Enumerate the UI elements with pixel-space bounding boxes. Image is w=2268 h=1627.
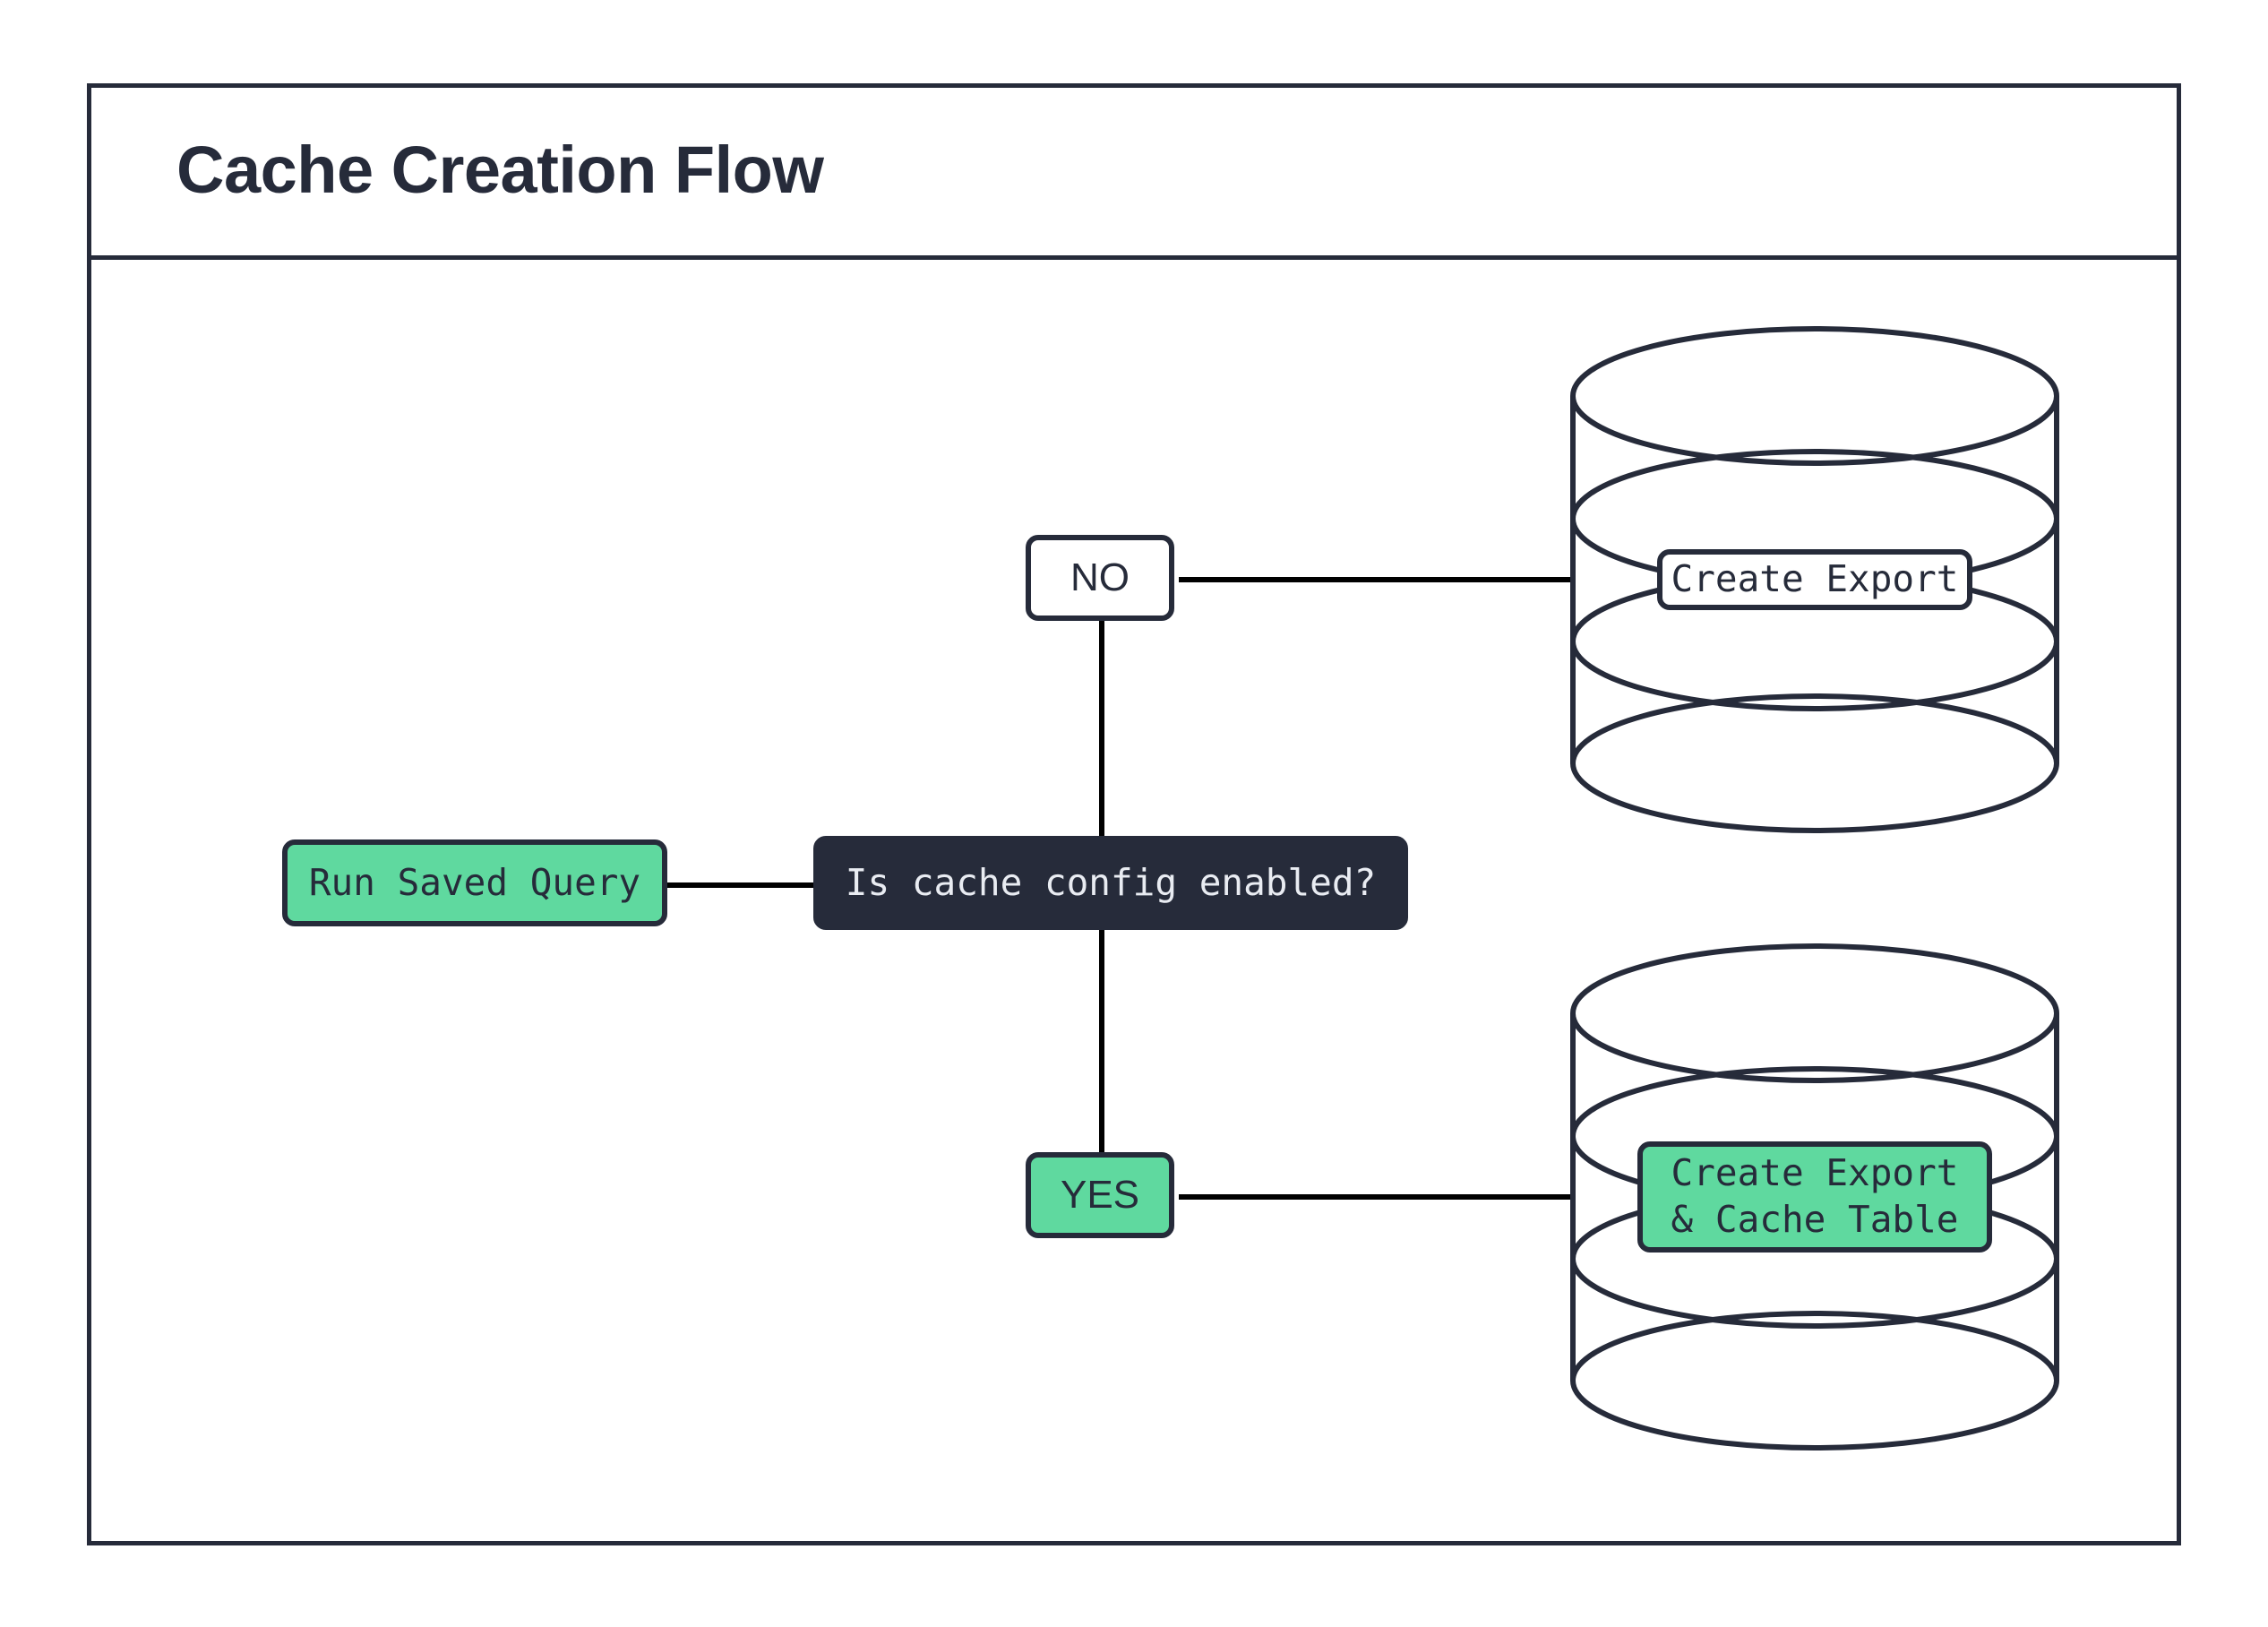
node-branch-no[interactable]: NO [1026,535,1174,621]
database-cylinder-create-export-cache-table[interactable]: Create Export & Cache Table [1570,943,2059,1451]
edge-yes-to-db-export-cache [1179,1194,1573,1200]
page-title: Cache Creation Flow [176,132,824,207]
cylinder-label-create-export: Create Export [1657,549,1972,610]
edge-no-to-db-export [1179,577,1573,582]
edge-decision-to-yes [1099,874,1104,1178]
edge-decision-to-no [1099,596,1104,891]
edge-start-to-decision [665,882,822,888]
node-branch-yes[interactable]: YES [1026,1152,1174,1238]
database-cylinder-create-export[interactable]: Create Export [1570,326,2059,833]
node-run-saved-query[interactable]: Run Saved Query [282,839,667,926]
cylinder-label-create-export-cache-table: Create Export & Cache Table [1637,1141,1992,1253]
diagram-title-bar: Cache Creation Flow [87,83,2181,260]
node-is-cache-config-enabled[interactable]: Is cache config enabled? [813,836,1408,930]
cylinder-shape-icon [1570,326,2059,833]
cylinder-shape-icon [1570,943,2059,1451]
